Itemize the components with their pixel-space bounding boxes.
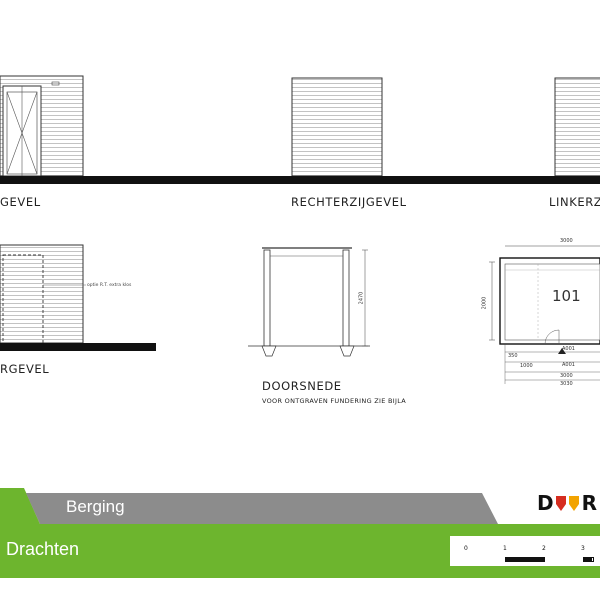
right-side-elevation-label: RECHTERZIJGEVEL <box>291 195 407 209</box>
company-logo: D R <box>537 491 597 515</box>
logo-mark-icon <box>555 496 579 511</box>
ground-line-rear <box>0 343 156 351</box>
floor-plan <box>489 245 600 384</box>
floorplan-marker-b: A001 <box>562 362 575 368</box>
scale-tick-0: 0 <box>464 545 468 552</box>
floorplan-dim-a: 350 <box>508 353 518 359</box>
section-note: VOOR ONTGRAVEN FUNDERING ZIE BIJLA <box>262 397 407 405</box>
title-banner <box>0 488 600 578</box>
left-side-elevation <box>554 77 600 177</box>
technical-drawing <box>0 75 600 384</box>
floorplan-marker-a: A001 <box>562 346 575 352</box>
floorplan-dim-d: 3030 <box>560 381 573 387</box>
rear-note: optie R.T. extra klos <box>87 283 132 288</box>
cross-section <box>248 247 370 357</box>
right-side-elevation <box>291 77 383 177</box>
scale-bar <box>466 553 600 563</box>
floorplan-depth-dim: 2000 <box>481 296 488 310</box>
logo-letter-d: D <box>537 491 554 515</box>
left-side-elevation-label: LINKERZ <box>549 195 600 209</box>
banner-title: Drachten <box>6 539 80 559</box>
floorplan-dim-c: 3000 <box>560 373 573 379</box>
front-elevation-label: GEVEL <box>0 195 41 209</box>
room-number: 101 <box>552 287 581 305</box>
section-height-dim: 2470 <box>358 291 365 305</box>
logo-letter-r: R <box>581 491 598 515</box>
rear-elevation-label: RGEVEL <box>0 362 50 376</box>
floorplan-width-dim: 3000 <box>560 238 573 244</box>
scale-tick-3: 3 <box>581 545 585 552</box>
ground-line-top <box>0 176 600 184</box>
front-elevation <box>0 75 84 177</box>
floorplan-dim-b: 1000 <box>520 363 533 369</box>
banner-grey-strip <box>26 493 498 524</box>
scale-tick-1: 1 <box>503 545 507 552</box>
section-title: DOORSNEDE <box>262 379 342 393</box>
rear-elevation <box>0 244 86 344</box>
banner-subtitle: Berging <box>66 497 125 516</box>
banner-green-swoosh <box>0 488 40 524</box>
scale-tick-2: 2 <box>542 545 546 552</box>
